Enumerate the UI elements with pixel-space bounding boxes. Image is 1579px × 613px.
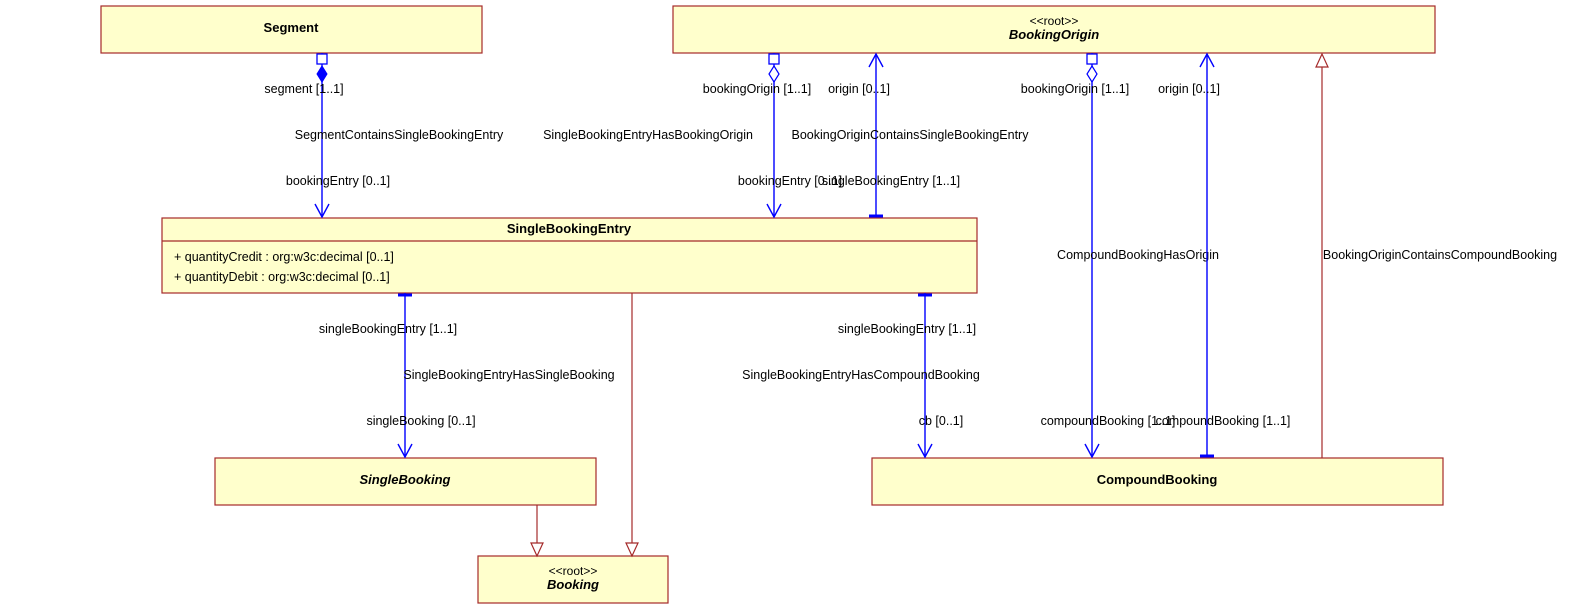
source-role-label: bookingOrigin [1..1] [1021,82,1129,96]
class-stereotype: <<root>> [549,564,598,578]
arrowhead-icon [314,203,330,219]
arrowhead-icon [917,443,933,459]
association-single-booking-entry-has-single-booking[interactable]: singleBookingEntry [1..1] SingleBookingE… [319,293,615,459]
arrowhead-icon [397,443,413,459]
class-booking-origin[interactable]: <<root>> BookingOrigin [672,5,1436,54]
association-name-label: CompoundBookingHasOrigin [1057,248,1219,262]
association-single-booking-entry-has-compound-booking[interactable]: singleBookingEntry [1..1] SingleBookingE… [742,293,980,459]
association-single-booking-entry-has-booking-origin[interactable]: bookingOrigin [1..1] SingleBookingEntryH… [543,53,842,219]
association-name-label: BookingOriginContainsSingleBookingEntry [792,128,1030,142]
aggregation-diamond-icon [1086,64,1098,84]
class-title: Segment [264,20,320,35]
class-booking[interactable]: <<root>> Booking [477,555,669,604]
class-compound-booking[interactable]: CompoundBooking [871,457,1444,506]
arrowhead-icon [1084,443,1100,459]
target-role-label: singleBooking [0..1] [366,414,475,428]
target-role-label: singleBookingEntry [1..1] [822,174,960,188]
source-role-label: singleBookingEntry [1..1] [319,322,457,336]
association-compound-booking-has-origin[interactable]: bookingOrigin [1..1] CompoundBookingHasO… [1021,53,1219,459]
generalization-triangle-icon [530,542,544,558]
generalization-single-booking-entry-to-booking[interactable] [625,293,639,558]
class-title: Booking [547,577,599,592]
qualifier-square-icon [768,53,780,65]
source-role-label: segment [1..1] [264,82,343,96]
source-role-label: origin [0..1] [1158,82,1220,96]
arrowhead-icon [1199,52,1215,68]
target-role-label: bookingEntry [0..1] [286,174,390,188]
generalization-triangle-icon [1315,52,1329,68]
class-single-booking-entry[interactable]: SingleBookingEntry + quantityCredit : or… [161,217,978,294]
generalization-single-booking-to-booking[interactable] [530,505,544,558]
generalization-triangle-icon [625,542,639,558]
target-role-label: bookingEntry [0..1] [738,174,842,188]
target-role-label: cb [0..1] [919,414,963,428]
class-title: SingleBooking [360,472,451,487]
class-title: CompoundBooking [1097,472,1218,487]
qualifier-square-icon [1086,53,1098,65]
class-stereotype: <<root>> [1030,14,1079,28]
qualifier-square-icon [316,53,328,65]
arrowhead-icon [868,52,884,68]
association-booking-origin-contains-compound-booking[interactable]: origin [0..1] compoundBooking [1..1] [1156,52,1291,458]
association-booking-origin-contains-single-booking-entry[interactable]: origin [0..1] BookingOriginContainsSingl… [792,52,1030,218]
aggregation-diamond-icon [768,64,780,84]
association-name-label: SingleBookingEntryHasCompoundBooking [742,368,980,382]
association-segment-contains-single-booking-entry[interactable]: segment [1..1] SegmentContainsSingleBook… [264,53,504,219]
class-segment[interactable]: Segment [100,5,483,54]
class-title: BookingOrigin [1009,27,1099,42]
class-title: SingleBookingEntry [507,221,632,236]
attribute-quantity-debit: + quantityDebit : org:w3c:decimal [0..1] [174,270,390,284]
association-name-label: SingleBookingEntryHasSingleBooking [403,368,614,382]
target-role-label: compoundBooking [1..1] [1156,414,1291,428]
source-role-label: origin [0..1] [828,82,890,96]
target-role-label: compoundBooking [1..1] [1041,414,1176,428]
source-role-label: bookingOrigin [1..1] [703,82,811,96]
source-role-label: singleBookingEntry [1..1] [838,322,976,336]
generalization-compound-booking-to-booking-origin[interactable]: BookingOriginContainsCompoundBooking [1315,52,1557,458]
association-name-label: SingleBookingEntryHasBookingOrigin [543,128,753,142]
arrowhead-icon [766,203,782,219]
attribute-quantity-credit: + quantityCredit : org:w3c:decimal [0..1… [174,250,394,264]
class-single-booking[interactable]: SingleBooking [214,457,597,506]
association-name-label: BookingOriginContainsCompoundBooking [1323,248,1557,262]
composition-diamond-icon [316,65,328,83]
association-name-label: SegmentContainsSingleBookingEntry [295,128,504,142]
